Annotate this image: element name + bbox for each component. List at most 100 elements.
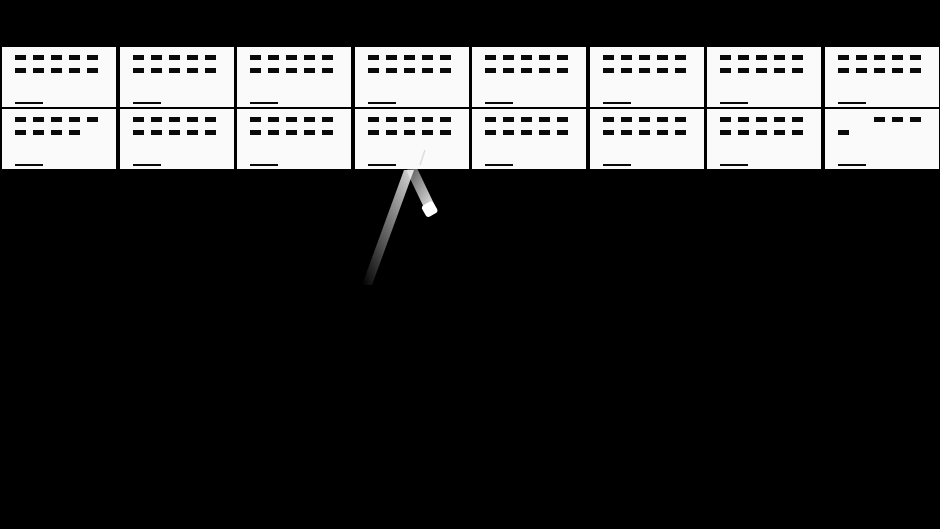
brick-dash bbox=[738, 68, 749, 73]
brick-dash bbox=[69, 55, 80, 60]
brick bbox=[472, 47, 586, 107]
brick-dash bbox=[792, 68, 803, 73]
brick-dash bbox=[15, 55, 26, 60]
brick-dash bbox=[873, 55, 885, 60]
brick-underline bbox=[132, 164, 161, 166]
brick-dash bbox=[602, 117, 614, 122]
brick-dash bbox=[250, 117, 261, 122]
brick-dash bbox=[674, 68, 686, 73]
brick-dash bbox=[485, 68, 496, 73]
brick-dash bbox=[620, 130, 632, 135]
brick-dash bbox=[286, 130, 297, 135]
brick-dash bbox=[503, 68, 514, 73]
brick-dash bbox=[674, 55, 686, 60]
brick-dash bbox=[168, 55, 180, 60]
brick-dash bbox=[891, 117, 903, 122]
brick-dash bbox=[69, 68, 80, 73]
brick-dash bbox=[250, 130, 261, 135]
brick-dash bbox=[33, 130, 44, 135]
brick-dash bbox=[51, 117, 62, 122]
brick-dash bbox=[638, 55, 650, 60]
brick-dash bbox=[891, 55, 903, 60]
brick-dash bbox=[150, 55, 162, 60]
brick bbox=[589, 47, 704, 107]
brick-dash bbox=[909, 55, 921, 60]
brick-dash bbox=[403, 55, 415, 60]
brick-dash bbox=[322, 117, 333, 122]
brick-dash bbox=[620, 68, 632, 73]
brick-dash bbox=[367, 130, 379, 135]
brick-dash bbox=[186, 117, 198, 122]
brick-dash bbox=[738, 117, 749, 122]
brick-dash bbox=[304, 68, 315, 73]
brick bbox=[472, 109, 586, 169]
brick-dash bbox=[774, 130, 785, 135]
brick bbox=[237, 109, 351, 169]
brick bbox=[707, 109, 821, 169]
brick-dash bbox=[403, 117, 415, 122]
brick-dash bbox=[439, 117, 451, 122]
brick-dash bbox=[87, 68, 98, 73]
brick-dash bbox=[51, 68, 62, 73]
brick-dash bbox=[521, 55, 532, 60]
brick-dash bbox=[738, 130, 749, 135]
brick-dash bbox=[150, 68, 162, 73]
brick-dash bbox=[638, 117, 650, 122]
brick-dash bbox=[69, 130, 80, 135]
brick-dash bbox=[132, 55, 144, 60]
brick-dash bbox=[909, 68, 921, 73]
brick-dash bbox=[557, 55, 568, 60]
brick-dash bbox=[322, 55, 333, 60]
brick-underline bbox=[485, 164, 513, 166]
brick-dash bbox=[756, 55, 767, 60]
brick-dash bbox=[720, 117, 731, 122]
brick-dash bbox=[638, 130, 650, 135]
brick bbox=[2, 109, 116, 169]
brick-dash bbox=[204, 55, 216, 60]
brick-dash bbox=[720, 130, 731, 135]
brick-dash bbox=[186, 68, 198, 73]
brick bbox=[119, 109, 234, 169]
brick-dash bbox=[186, 130, 198, 135]
brick-dash bbox=[539, 130, 550, 135]
brick bbox=[589, 109, 704, 169]
brick-dash bbox=[439, 130, 451, 135]
brick-underline bbox=[15, 164, 43, 166]
brick-dash bbox=[204, 68, 216, 73]
brick-dash bbox=[168, 117, 180, 122]
brick-dash bbox=[403, 130, 415, 135]
brick bbox=[824, 109, 939, 169]
brick-dash bbox=[873, 68, 885, 73]
brick-dash bbox=[150, 130, 162, 135]
brick-dash bbox=[250, 68, 261, 73]
brick-dash bbox=[168, 130, 180, 135]
brick-dash bbox=[855, 55, 867, 60]
brick-dash bbox=[656, 117, 668, 122]
brick-underline bbox=[837, 164, 866, 166]
brick-dash bbox=[385, 117, 397, 122]
brick-dash bbox=[891, 68, 903, 73]
brick-dash bbox=[792, 117, 803, 122]
brick bbox=[237, 47, 351, 107]
brick-dash bbox=[403, 68, 415, 73]
brick-dash bbox=[132, 117, 144, 122]
brick-dash bbox=[204, 117, 216, 122]
brick-dash bbox=[33, 117, 44, 122]
brick-dash bbox=[756, 68, 767, 73]
brick-dash bbox=[250, 55, 261, 60]
brick-dash bbox=[286, 68, 297, 73]
brick-dash bbox=[539, 68, 550, 73]
brick-dash bbox=[304, 130, 315, 135]
brick-dash bbox=[521, 117, 532, 122]
brick-dash bbox=[837, 55, 849, 60]
brick-dash bbox=[69, 117, 80, 122]
brick-dash bbox=[602, 130, 614, 135]
brick-dash bbox=[774, 117, 785, 122]
brick-dash bbox=[837, 68, 849, 73]
brick-dash bbox=[51, 55, 62, 60]
brick-dash bbox=[268, 130, 279, 135]
brick-underline bbox=[485, 102, 513, 104]
brick-dash bbox=[51, 130, 62, 135]
brick-dash bbox=[385, 55, 397, 60]
brick-dash bbox=[720, 68, 731, 73]
